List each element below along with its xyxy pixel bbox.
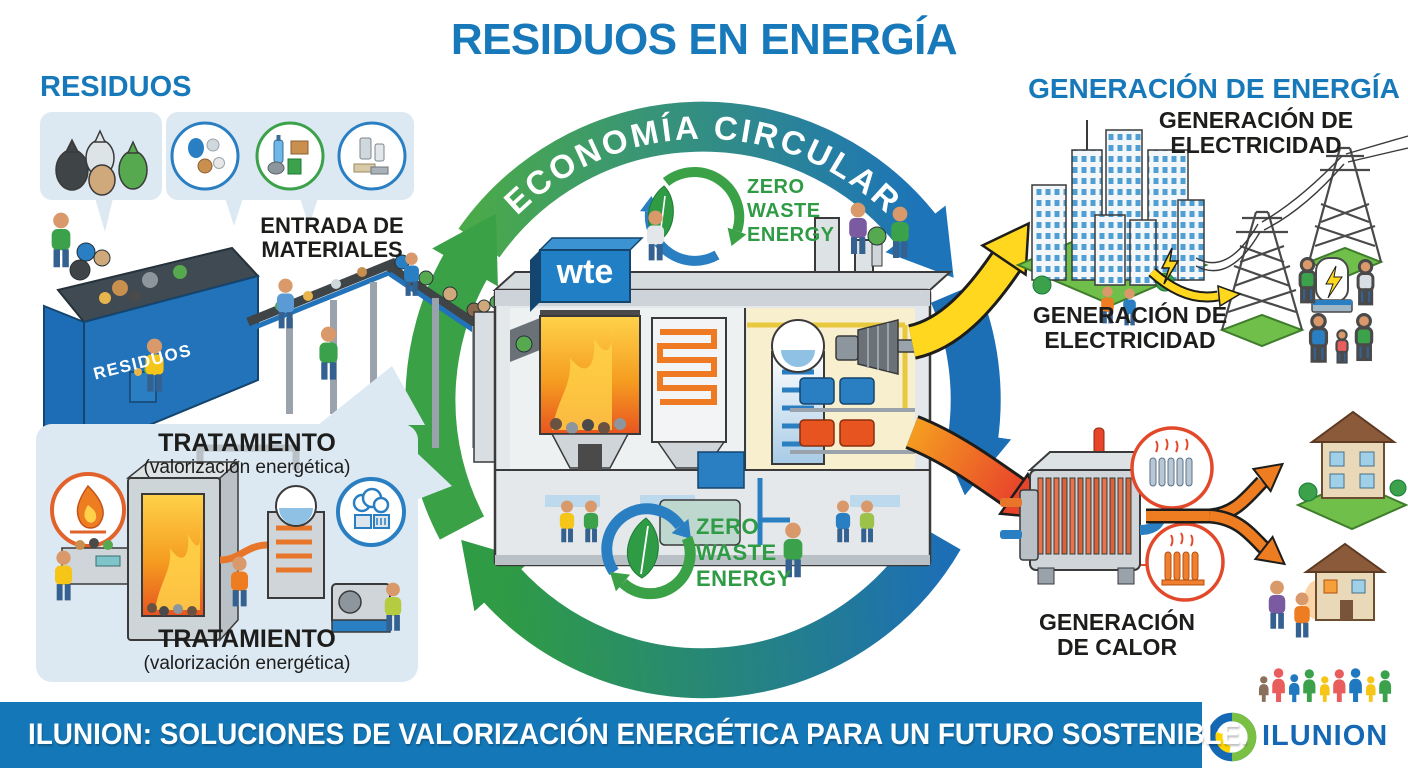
treatment-subtitle-top: (valorización energética): [143, 457, 351, 478]
zero-line: ZERO: [696, 514, 760, 539]
radiator-icon: [1130, 426, 1214, 510]
residuos-heading: RESIDUOS: [40, 71, 192, 103]
waste-types-bubble: [166, 112, 414, 226]
pylon-icon: [1219, 210, 1305, 348]
waste-bags-bubble: [40, 112, 162, 232]
waste-line: WASTE: [747, 200, 821, 222]
city-illustration: [1015, 120, 1209, 326]
treatment-title-bottom: TRATAMIENTO: [158, 625, 336, 653]
energy-line: ENERGY: [747, 224, 835, 246]
pylon-icon: [1306, 146, 1384, 279]
paper-materials-circle-icon: [337, 121, 407, 191]
footer-banner: ILUNION: SOLUCIONES DE VALORIZACIÓN ENER…: [0, 702, 1248, 768]
diversity-people-row: [1258, 668, 1392, 703]
power-wires: [1195, 135, 1408, 272]
zero-waste-logo-bottom: [601, 503, 696, 600]
ilunion-brand-text: ILUNION: [1262, 720, 1389, 752]
zero-waste-text-top: ZERO WASTE ENERGY: [747, 175, 834, 247]
generacion-calor-label: GENERACIÓN DE CALOR: [1039, 609, 1195, 660]
incinerator-illustration: [61, 444, 391, 642]
radiator-icon: [1145, 522, 1225, 602]
leaf-icon: [627, 517, 659, 579]
generacion-energia-heading: GENERACIÓN DE ENERGÍA: [1028, 73, 1400, 104]
treatment-panel: [36, 366, 452, 682]
wte-sign-label: wte: [556, 253, 614, 291]
waste-line: WASTE: [696, 540, 777, 565]
fire-icon: [50, 472, 126, 548]
trash-bags-icon: [55, 129, 148, 196]
lightning-icon: [1160, 247, 1180, 285]
charging-station-icon: [1311, 257, 1353, 313]
zero-waste-logo-top: [640, 167, 747, 266]
generacion-electricidad-label-bottom: GENERACIÓN DE ELECTRICIDAD: [1032, 302, 1228, 353]
treatment-title-top: TRATAMIENTO: [158, 429, 336, 457]
power-lines-illustration: [1148, 135, 1408, 364]
wte-plant-illustration: [473, 217, 953, 567]
heat-exchanger-icon: [1000, 451, 1167, 585]
heat-distribution-illustration: [1000, 410, 1408, 638]
steam-engine-icon: [336, 477, 406, 547]
entrada-materiales-label: ENTRADA DE MATERIALES: [260, 213, 404, 262]
zero-line: ZERO: [747, 176, 805, 198]
zero-waste-text-bottom: ZERO WASTE ENERGY: [696, 514, 792, 592]
house-icon: [1302, 542, 1388, 621]
electricity-arrow-head: [979, 221, 1030, 277]
treatment-subtitle-bottom: (valorización energética): [143, 653, 351, 674]
ilunion-logo-mark: [1207, 712, 1257, 762]
page-title: RESIDUOS EN ENERGÍA: [450, 15, 958, 64]
recyclables-circle-icon: [255, 121, 325, 191]
generacion-electricidad-label-top: GENERACIÓN DE ELECTRICIDAD: [1158, 107, 1354, 158]
banner-text: ILUNION: SOLUCIONES DE VALORIZACIÓN ENER…: [28, 718, 1248, 751]
mixed-waste-circle-icon: [170, 121, 240, 191]
house-icon: [1295, 410, 1408, 531]
energy-line: ENERGY: [696, 566, 792, 591]
economia-circular-arc-label: ECONOMÍA CIRCULAR: [497, 109, 909, 221]
